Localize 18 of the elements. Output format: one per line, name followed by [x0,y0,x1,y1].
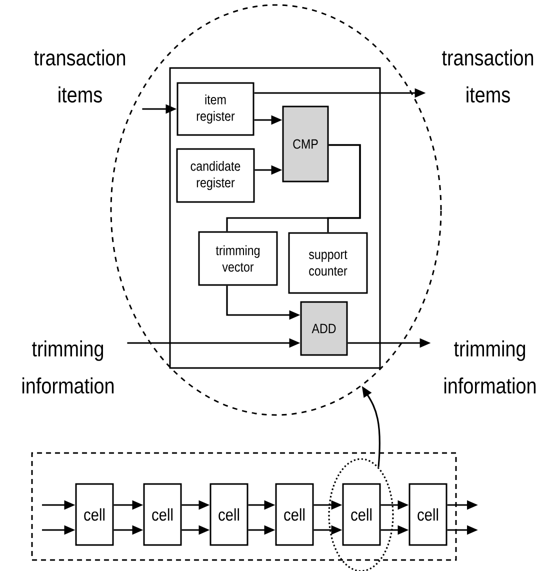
adder-box: ADD [300,301,348,356]
cell-box: cell [342,483,381,546]
cell-box: cell [275,483,314,546]
array-frame [31,452,457,561]
cell-box: cell [143,483,182,546]
cell-box: cell [75,483,114,546]
vector-box: trimming vector [198,231,278,286]
register-box: item register [176,82,254,136]
signal-label: trimming information [22,340,114,394]
signal-label: transaction items [442,49,534,103]
cell-box: cell [210,483,248,546]
comparator-box: CMP [282,106,329,182]
connector-line [327,144,361,232]
signal-label: transaction items [34,49,126,103]
signal-label: trimming information [444,340,536,394]
counter-box: support counter [288,232,368,294]
cell-box: cell [408,483,448,546]
register-box: candidate register [176,148,255,203]
